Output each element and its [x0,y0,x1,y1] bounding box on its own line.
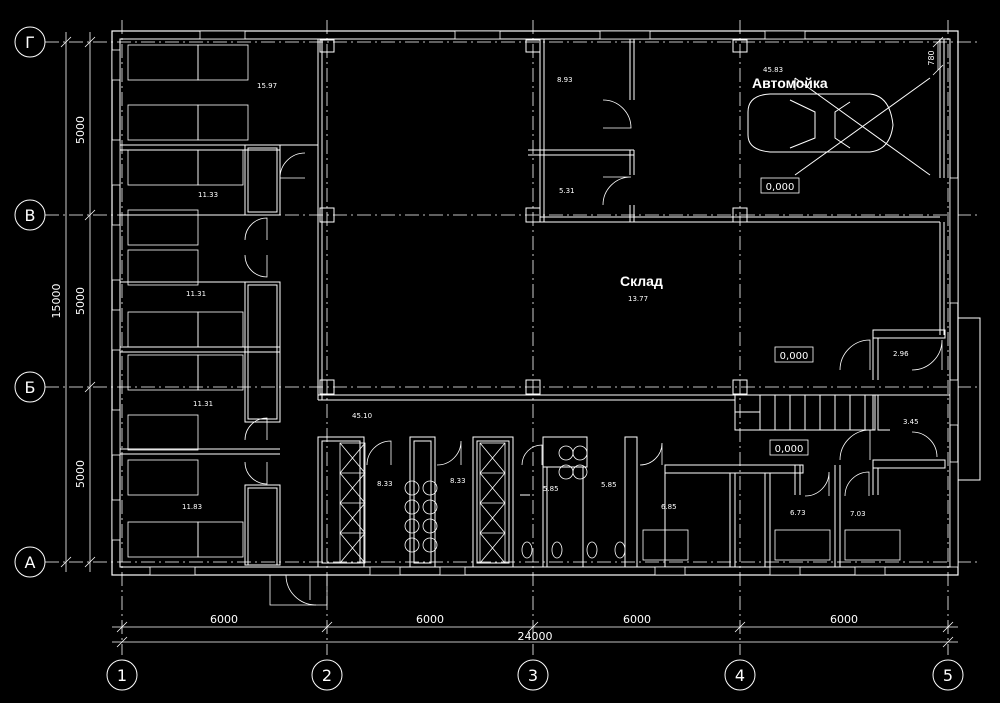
dim-bay-2: 6000 [416,613,444,626]
dorm-5-area: 11.83 [182,503,202,511]
shower-2-area: 8.33 [450,477,466,485]
doors [244,99,943,606]
level-mark-1: 0,000 [766,182,795,193]
dim-bay-3: 6000 [623,613,651,626]
wc-1-area: 5.85 [543,485,559,493]
level-marks: 0,000 0,000 0,000 [760,177,814,456]
warehouse-area: 13.77 [628,295,648,303]
axis-label-g: Г [25,33,35,52]
axis-label-b: Б [25,378,36,397]
column-axis-bubbles: 1 2 3 4 5 [106,659,964,691]
corridor-area: 45.10 [352,412,372,420]
room-labels: Автомойка 45.83 Склад 13.77 15.97 11.33 … [182,66,919,518]
wc-2-area: 5.85 [601,481,617,489]
shower-1-area: 8.33 [377,480,393,488]
dimension-lines [60,32,958,648]
dim-span-3: 5000 [74,460,87,488]
dimension-texts: 6000 6000 6000 6000 24000 5000 5000 5000… [50,50,936,643]
dim-overall: 24000 [518,630,553,643]
desks [197,44,249,558]
dim-span-2: 5000 [74,287,87,315]
dorm-2-area: 11.33 [198,191,218,199]
dim-span-1: 5000 [74,116,87,144]
axis-label-a: А [25,553,36,572]
row-axis-bubbles: Г В Б А [14,26,46,578]
warehouse-label: Склад [620,273,663,289]
dim-overall-vertical: 15000 [50,284,63,319]
room-296-area: 2.96 [893,350,909,358]
room-893-area: 8.93 [557,76,573,84]
car-icon [747,77,931,176]
level-mark-2: 0,000 [780,351,809,362]
axis-label-2: 2 [322,666,332,685]
axis-label-5: 5 [943,666,953,685]
interior-walls [120,39,950,568]
washbasins [404,445,588,553]
car-wash-label: Автомойка [752,75,828,91]
dorm-3-area: 11.31 [186,290,206,298]
room-685-area: 6.85 [661,503,677,511]
axis-label-4: 4 [735,666,745,685]
beds [127,44,199,558]
car-wash-area: 45.83 [763,66,783,74]
axis-label-3: 3 [528,666,538,685]
dorm-1-area: 15.97 [257,82,277,90]
room-531-area: 5.31 [559,187,575,195]
axis-label-1: 1 [117,666,127,685]
dim-top-right: 780 [927,50,936,65]
dim-bay-1: 6000 [210,613,238,626]
lockers [339,442,506,564]
dorm-4-area: 11.31 [193,400,213,408]
room-345-area: 3.45 [903,418,919,426]
toilets [521,529,901,561]
axis-label-v: В [25,206,36,225]
exterior-walls [111,30,981,576]
dim-bay-4: 6000 [830,613,858,626]
room-673-area: 6.73 [790,509,806,517]
room-703-area: 7.03 [850,510,866,518]
level-mark-3: 0,000 [775,444,804,455]
